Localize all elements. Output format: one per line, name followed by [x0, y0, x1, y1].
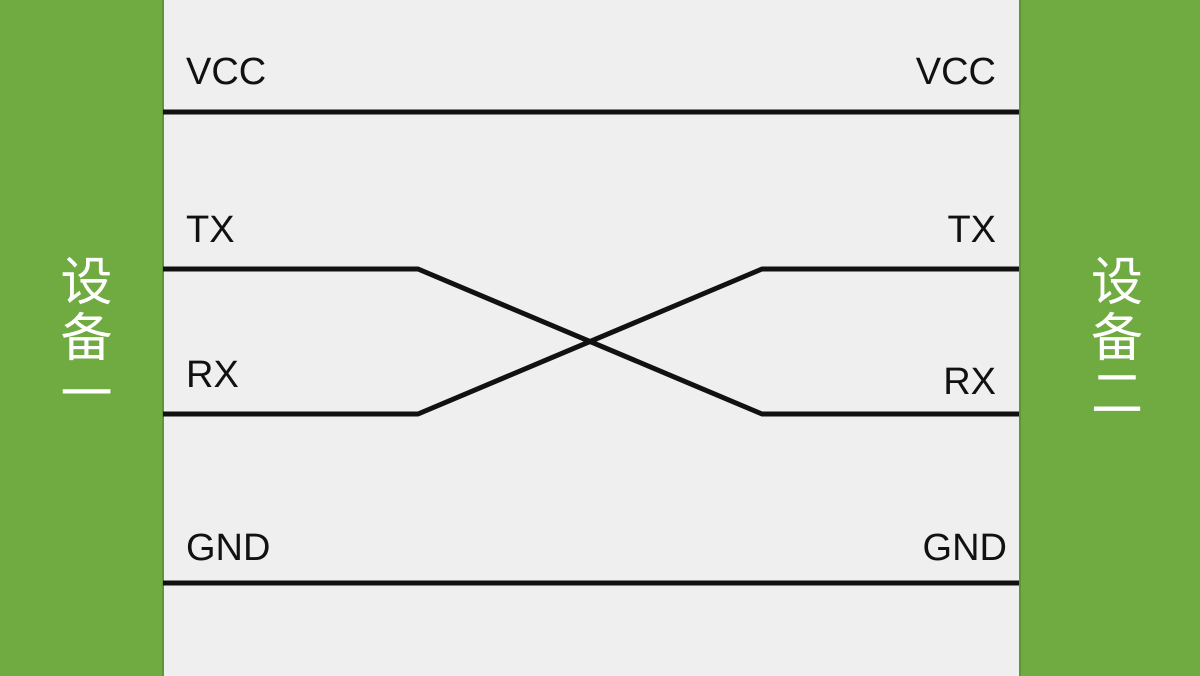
device-two-label: 设备二 — [1081, 254, 1142, 422]
right-gnd-label: GND — [922, 527, 1007, 569]
left-vcc-label: VCC — [186, 51, 267, 93]
left-gnd-label: GND — [186, 527, 271, 569]
left-rx-label: RX — [186, 354, 239, 396]
device-two-block: 设备二 — [1019, 0, 1200, 676]
rx-to-tx-wire — [163, 266, 1019, 417]
right-tx-label: TX — [947, 209, 996, 251]
right-rx-label: RX — [943, 361, 996, 403]
device-one-label: 设备一 — [51, 254, 111, 422]
right-vcc-label: VCC — [915, 51, 996, 93]
left-tx-label: TX — [186, 209, 235, 251]
device-one-block: 设备一 — [0, 0, 164, 676]
